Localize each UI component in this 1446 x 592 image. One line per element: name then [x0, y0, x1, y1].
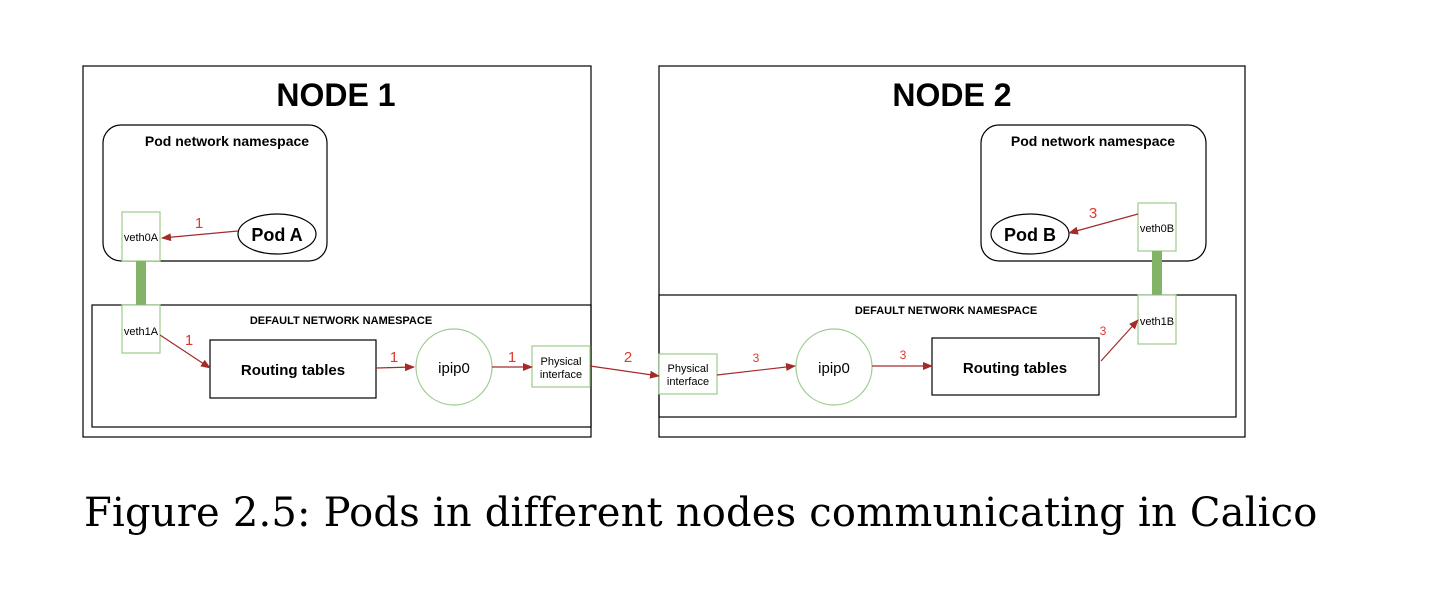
node-1-pod-namespace-label: Pod network namespace — [145, 133, 309, 149]
veth1b-label: veth1B — [1140, 316, 1174, 328]
arrow-pod-a-to-veth0a — [161, 230, 239, 242]
node-1-routing-label: Routing tables — [241, 362, 345, 379]
node-1-default-namespace-label: DEFAULT NETWORK NAMESPACE — [250, 315, 432, 327]
arrow-veth0b-to-pod-b — [1068, 213, 1139, 235]
node-1-physical-label-line1: Physical — [541, 356, 582, 368]
node-2: NODE 2 Pod network namespace Pod B veth0… — [658, 65, 1246, 438]
arrow-routing-to-ipip0-node-1 — [375, 363, 415, 372]
node-2-frame — [658, 65, 1246, 438]
veth0b-label: veth0B — [1140, 223, 1174, 235]
step-label: 1 — [390, 349, 398, 366]
veth0a-interface — [121, 211, 161, 262]
node-2-default-namespace-label: DEFAULT NETWORK NAMESPACE — [855, 305, 1037, 317]
node-2-pod-namespace — [980, 124, 1207, 262]
node-2-ipip0-label: ipip0 — [818, 360, 850, 377]
figure-caption: Figure 2.5: Pods in different nodes comm… — [84, 490, 1318, 536]
node-1-ipip0-label: ipip0 — [438, 360, 470, 377]
step-label: 1 — [508, 349, 516, 366]
step-label: 3 — [900, 348, 907, 362]
arrow-physical-to-physical — [589, 365, 660, 379]
pod-a-label: Pod A — [251, 225, 302, 245]
step-label: 1 — [195, 215, 203, 232]
node-2-routing-tables — [931, 337, 1100, 396]
veth1a-interface — [121, 304, 161, 354]
step-label: 3 — [1089, 205, 1097, 222]
node-2-physical-label-line1: Physical — [668, 363, 709, 375]
packet-flow-arrows — [159, 213, 1139, 379]
veth1a-label: veth1A — [124, 326, 159, 338]
node-2-title: NODE 2 — [892, 77, 1011, 113]
veth0a-label: veth0A — [124, 232, 159, 244]
step-label: 3 — [1100, 324, 1107, 338]
veth-link-node-1 — [136, 261, 146, 305]
node-2-physical-interface — [658, 353, 718, 395]
node-2-pod-namespace-label: Pod network namespace — [1011, 133, 1175, 149]
arrow-routing-to-veth1b — [1100, 319, 1139, 362]
node-1-pod-namespace — [102, 124, 328, 262]
pod-b-label: Pod B — [1004, 225, 1056, 245]
node-1-frame — [82, 65, 592, 438]
step-label: 1 — [185, 332, 193, 349]
step-labels: 1 1 1 1 2 3 3 3 3 — [185, 205, 1107, 366]
node-1-routing-tables — [209, 339, 377, 399]
node-1: NODE 1 Pod network namespace Pod A veth0… — [82, 65, 592, 438]
node-2-routing-label: Routing tables — [963, 360, 1067, 377]
step-label: 3 — [753, 351, 760, 365]
arrow-physical-to-ipip0-node-2 — [716, 363, 796, 376]
veth0b-interface — [1137, 202, 1177, 252]
node-2-ipip0 — [795, 328, 873, 406]
arrow-veth1a-to-routing — [159, 334, 211, 369]
veth-link-node-2 — [1152, 251, 1162, 295]
node-1-title: NODE 1 — [276, 77, 395, 113]
node-2-physical-label-line2: interface — [667, 376, 709, 388]
node-1-physical-label-line2: interface — [540, 369, 582, 381]
pod-a — [237, 213, 317, 255]
step-label: 2 — [624, 349, 632, 366]
